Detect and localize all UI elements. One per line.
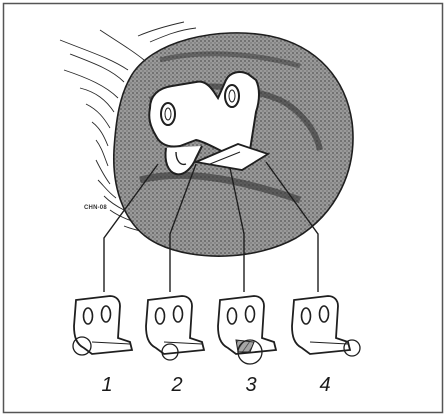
figure-code: CHN-08 [84,205,107,211]
tooth-label-1: 1 [92,374,122,397]
rivet-hole-icon [225,85,239,107]
tooth-label-3: 3 [236,374,266,397]
tooth-view-4 [292,296,360,356]
rivet-hole-icon [161,103,175,125]
cutter-tooth [149,72,268,174]
tooth-view-2 [146,296,204,360]
tooth-label-2: 2 [162,374,192,397]
tooth-label-4: 4 [310,374,340,397]
tooth-view-1 [73,296,132,355]
tooth-view-3 [218,296,276,364]
